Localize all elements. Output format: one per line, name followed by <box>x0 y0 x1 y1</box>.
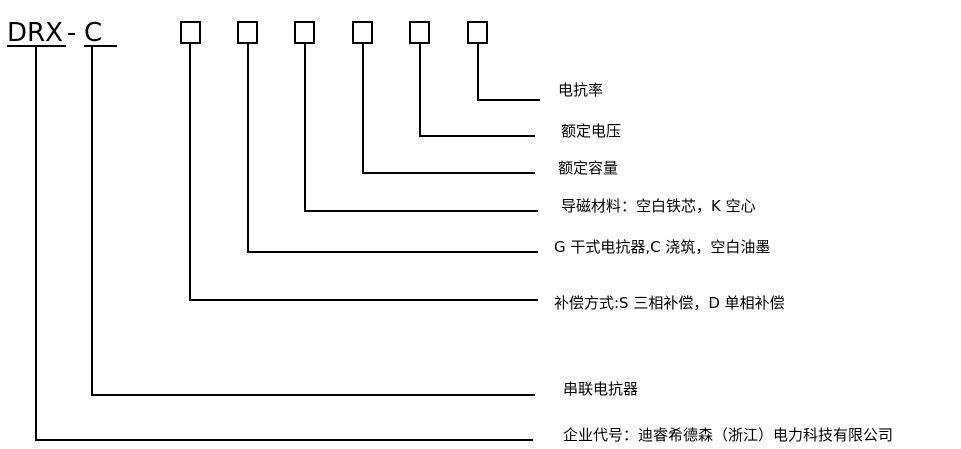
connector-type <box>247 43 538 253</box>
connector-series-reactor <box>91 47 535 396</box>
connector-rated-capacity <box>362 43 535 174</box>
label-magnetic-material: 导磁材料：空白铁芯，K 空心 <box>561 197 756 215</box>
label-type: G 干式电抗器,C 浇筑，空白油墨 <box>554 238 771 256</box>
label-rated-capacity: 额定容量 <box>558 159 619 177</box>
label-reactance-rate: 电抗率 <box>558 81 604 99</box>
placeholder-box-5 <box>409 21 430 44</box>
connector-company-code <box>35 47 533 441</box>
code-dash: - <box>67 18 77 48</box>
label-company-code: 企业代号：迪睿希德森（浙江）电力科技有限公司 <box>563 426 894 444</box>
connector-reactance-rate <box>477 43 540 101</box>
code-prefix: DRX <box>7 18 63 48</box>
placeholder-box-2 <box>237 21 258 44</box>
placeholder-box-3 <box>294 21 315 44</box>
placeholder-box-1 <box>180 21 201 44</box>
placeholder-box-6 <box>467 21 488 44</box>
label-series-reactor: 串联电抗器 <box>563 380 639 398</box>
connector-compensation <box>189 43 538 301</box>
label-compensation: 补偿方式:S 三相补偿，D 单相补偿 <box>554 294 785 312</box>
connector-magnetic-material <box>304 43 538 212</box>
placeholder-box-4 <box>352 21 373 44</box>
code-suffix: C <box>84 18 103 48</box>
connector-rated-voltage <box>419 43 535 137</box>
label-rated-voltage: 额定电压 <box>561 122 622 140</box>
